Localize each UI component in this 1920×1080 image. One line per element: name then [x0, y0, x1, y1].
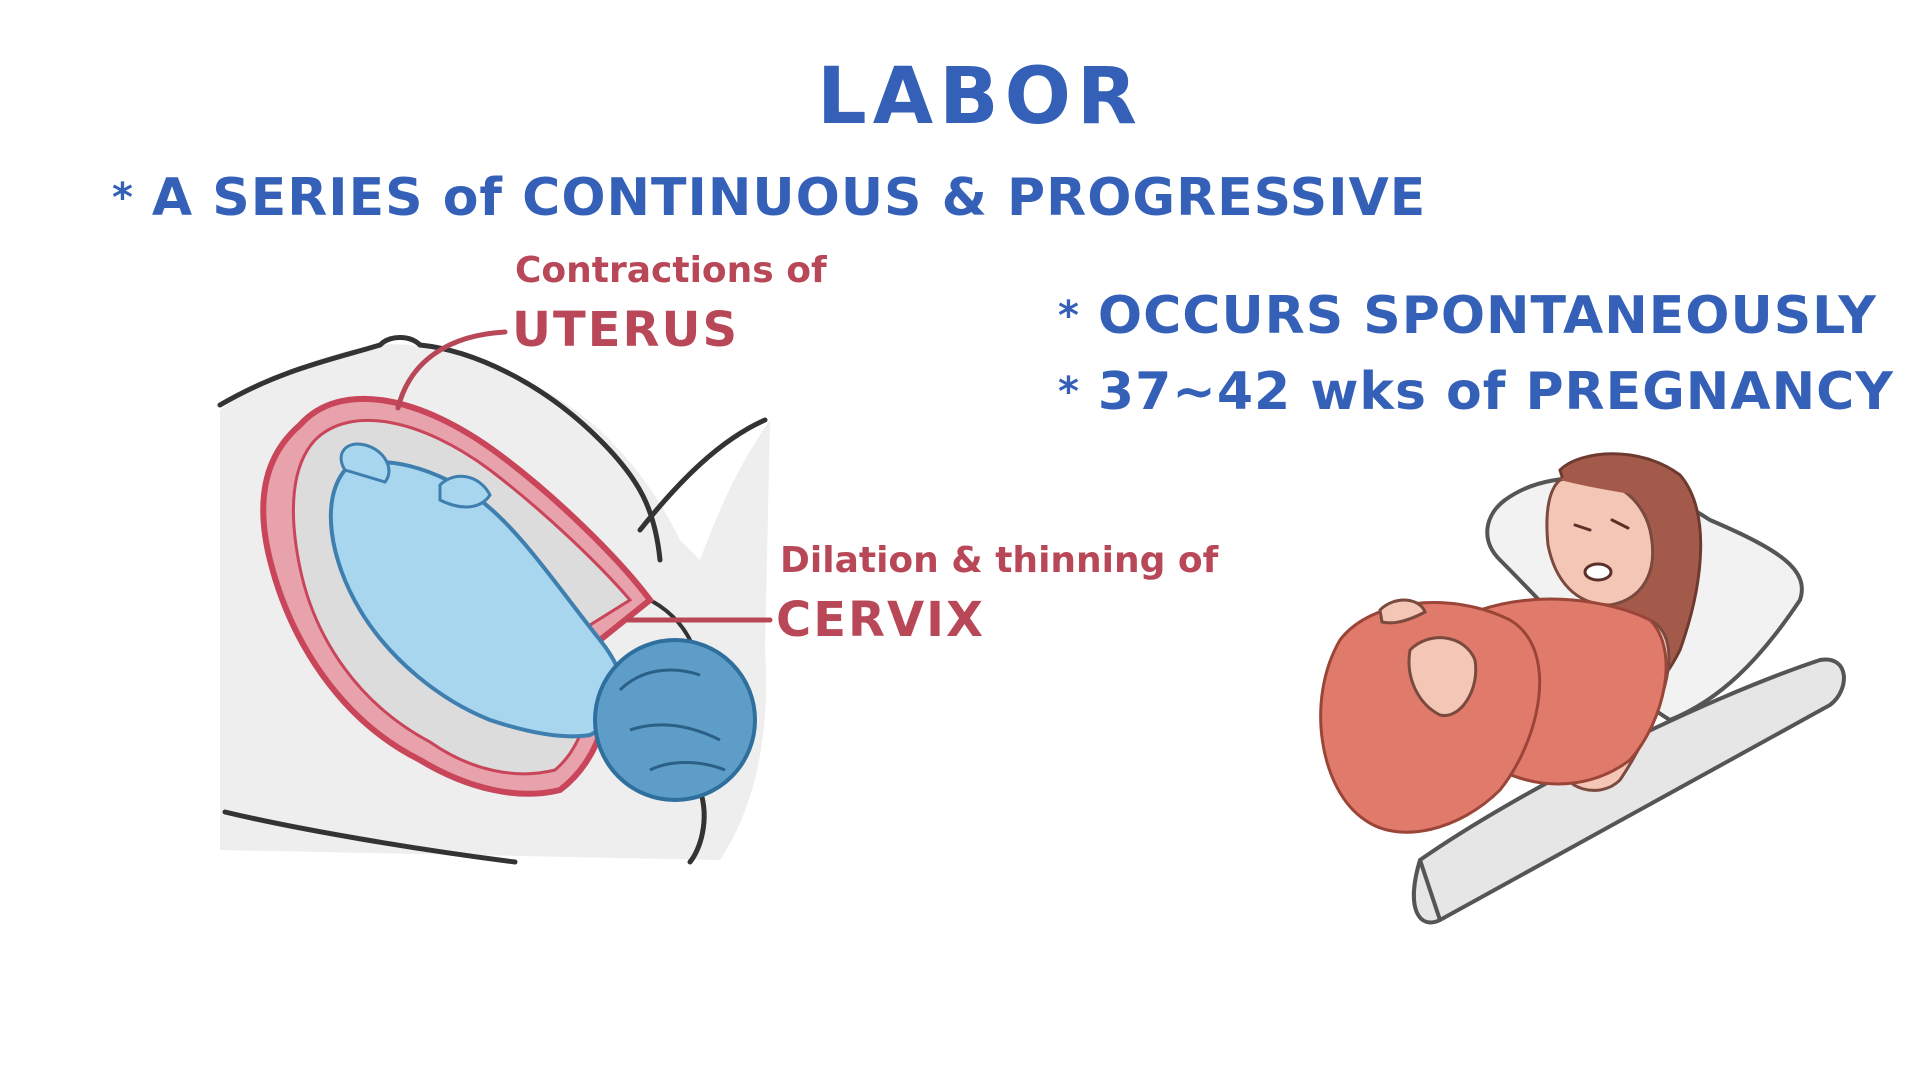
bullet-text: 37~42 wks of PREGNANCY	[1097, 362, 1894, 422]
hand-left	[1378, 598, 1427, 625]
uterus-leader-line	[395, 329, 508, 411]
asterisk-icon: *	[1058, 293, 1080, 339]
woman-illustration	[1319, 452, 1846, 925]
abdomen-outline	[222, 809, 518, 865]
bullet-text: OCCURS SPONTANEOUSLY	[1097, 286, 1877, 346]
cervix-label: CERVIX	[776, 592, 985, 648]
fetus-head	[593, 638, 757, 802]
mattress-edge	[1418, 859, 1442, 921]
uterus-label: UTERUS	[512, 302, 740, 358]
slide-title: LABOR	[817, 52, 1143, 142]
face	[1545, 475, 1655, 607]
fetus-hand	[438, 474, 492, 509]
asterisk-icon: *	[112, 175, 134, 221]
cervix-caption: Dilation & thinning of	[780, 540, 1219, 581]
fetus-hair	[618, 668, 726, 772]
pregnant-belly	[1319, 601, 1542, 834]
mouth	[1583, 562, 1613, 582]
bullet-text: A SERIES of CONTINUOUS & PROGRESSIVE	[151, 168, 1427, 228]
leg-outline	[637, 417, 768, 533]
buttock-outline	[687, 787, 707, 865]
back-outline	[217, 335, 663, 563]
uterus-caption: Contractions of	[515, 250, 827, 291]
bullet-series: * A SERIES of CONTINUOUS & PROGRESSIVE	[112, 168, 1426, 228]
bullet-spontaneous: * OCCURS SPONTANEOUSLY	[1058, 286, 1877, 346]
hand-right	[1407, 636, 1478, 717]
closed-eyes	[1573, 518, 1630, 532]
bangs	[1560, 468, 1665, 500]
bullet-weeks: * 37~42 wks of PREGNANCY	[1058, 362, 1894, 422]
uterus-illustration	[217, 329, 773, 865]
fetus-foot	[339, 442, 391, 484]
asterisk-icon: *	[1058, 369, 1080, 415]
mattress	[1411, 657, 1846, 925]
